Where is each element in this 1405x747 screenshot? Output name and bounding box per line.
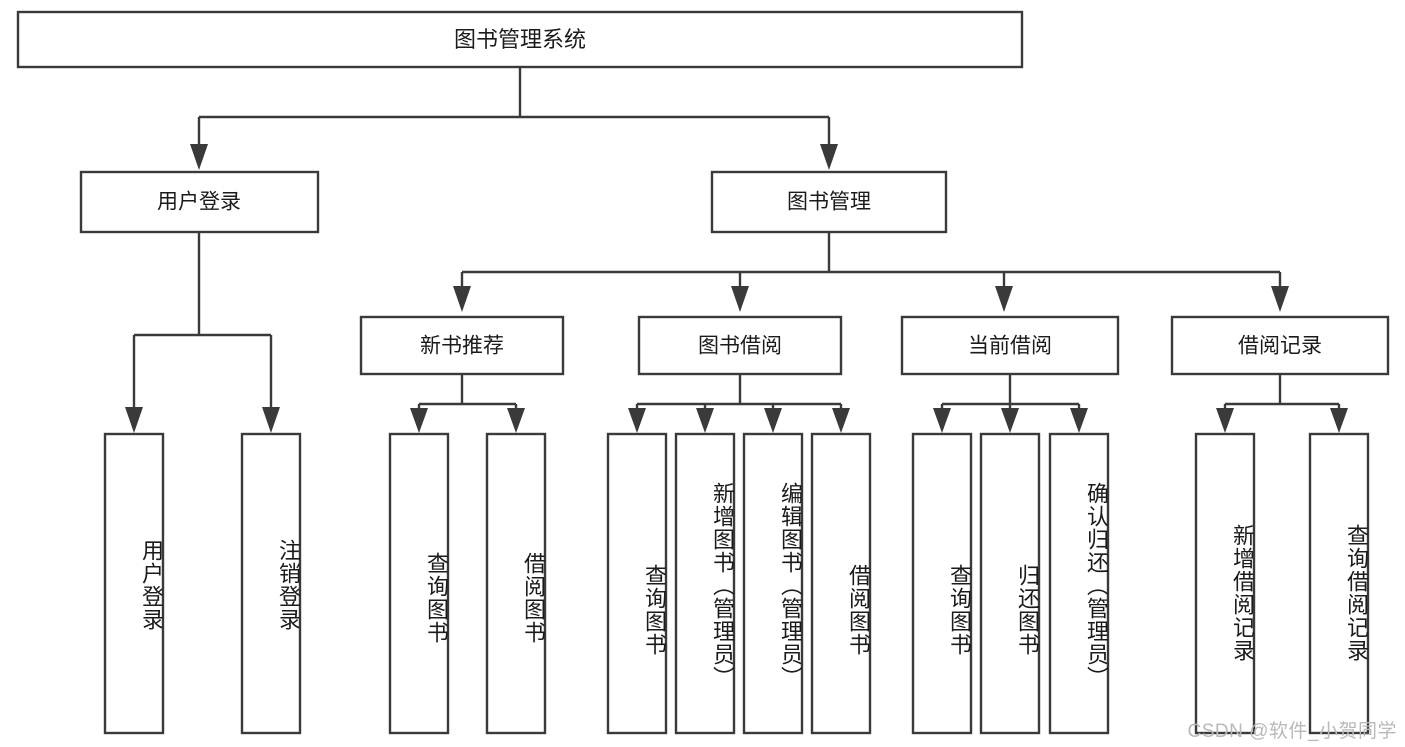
leaf-node-current-borrow-query-box (911, 432, 973, 735)
watermark-text: CSDN @软件_小贺同学 (1187, 721, 1397, 742)
node-borrow-record-label: 借阅记录 (1238, 335, 1322, 358)
leaf-node-book-borrow-lend[interactable] (810, 432, 872, 735)
node-new-book-recommend[interactable]: 新书推荐 (359, 315, 565, 376)
leaf-node-borrow-record-add[interactable] (1194, 432, 1256, 735)
arrow-head-icon-book-borrow-leaf-1 (628, 408, 646, 433)
arrow-head-icon-user-login (190, 144, 208, 170)
leaf-node-current-borrow-return-box (979, 432, 1041, 735)
leaf-node-current-borrow-confirm[interactable] (1048, 432, 1110, 735)
arrow-head-icon-borrow-record-leaf-1 (1216, 408, 1234, 433)
arrow-head-icon-book-borrow-leaf-3 (764, 408, 782, 433)
node-book-borrow-label: 图书借阅 (698, 335, 782, 358)
node-book-borrow[interactable]: 图书借阅 (637, 315, 843, 376)
leaf-node-book-borrow-lend-box (810, 432, 872, 735)
arrow-head-icon-book-manage (820, 144, 838, 170)
node-borrow-record[interactable]: 借阅记录 (1170, 315, 1390, 376)
leaf-node-book-borrow-add-box (674, 432, 736, 735)
leaf-node-user-login-logout-box (240, 432, 302, 735)
node-new-book-recommend-box (359, 315, 565, 376)
arrow-head-icon-borrow-record-leaf-2 (1330, 408, 1348, 433)
leaf-node-borrow-record-add-box (1194, 432, 1256, 735)
arrow-head-icon-current-borrow-leaf-3 (1070, 408, 1088, 433)
node-book-manage[interactable]: 图书管理 (710, 170, 948, 234)
arrow-head-icon-new-book (453, 286, 471, 312)
leaf-node-user-login-logout[interactable] (240, 432, 302, 735)
leaf-node-book-borrow-query[interactable] (606, 432, 668, 735)
arrow-head-icon-book-borrow (731, 286, 749, 312)
node-root-system-box (16, 10, 1024, 69)
arrow-head-icon-current-borrow-leaf-1 (933, 408, 951, 433)
leaf-node-book-borrow-add[interactable] (674, 432, 736, 735)
node-root-system[interactable]: 图书管理系统 (16, 10, 1024, 69)
arrow-head-icon-borrow-record (1271, 286, 1289, 312)
arrow-head-icon-user-login-leaf-1 (125, 407, 143, 433)
leaf-node-new-book-borrow-box (485, 432, 547, 735)
leaf-node-current-borrow-query[interactable] (911, 432, 973, 735)
arrow-head-icon-current-borrow-leaf-2 (1001, 408, 1019, 433)
leaf-node-current-borrow-return[interactable] (979, 432, 1041, 735)
leaf-node-borrow-record-query[interactable] (1308, 432, 1370, 735)
node-root-system-label: 图书管理系统 (454, 27, 586, 52)
leaf-node-borrow-record-query-box (1308, 432, 1370, 735)
node-user-login-label: 用户登录 (157, 191, 241, 214)
arrow-head-icon-user-login-leaf-2 (262, 407, 280, 433)
leaf-node-book-borrow-edit[interactable] (742, 432, 804, 735)
leaf-node-book-borrow-query-box (606, 432, 668, 735)
leaf-node-new-book-borrow[interactable] (485, 432, 547, 735)
arrow-head-icon-book-borrow-leaf-4 (832, 408, 850, 433)
leaf-node-user-login-login-box (103, 432, 165, 735)
node-current-borrow[interactable]: 当前借阅 (900, 315, 1120, 376)
leaf-node-current-borrow-confirm-box (1048, 432, 1110, 735)
node-book-manage-label: 图书管理 (787, 191, 871, 214)
leaf-node-book-borrow-edit-box (742, 432, 804, 735)
node-book-manage-box (710, 170, 948, 234)
arrow-head-icon-book-borrow-leaf-2 (696, 408, 714, 433)
leaf-node-user-login-login[interactable] (103, 432, 165, 735)
node-user-login[interactable]: 用户登录 (79, 170, 320, 234)
node-current-borrow-label: 当前借阅 (968, 335, 1052, 358)
arrow-head-icon-current-borrow (995, 286, 1013, 312)
node-current-borrow-box (900, 315, 1120, 376)
arrow-head-icon-new-book-leaf-1 (410, 408, 428, 433)
leaf-node-new-book-query[interactable] (388, 432, 450, 735)
arrow-head-icon-new-book-leaf-2 (507, 408, 525, 433)
node-new-book-recommend-label: 新书推荐 (420, 335, 504, 358)
leaf-node-new-book-query-box (388, 432, 450, 735)
node-borrow-record-box (1170, 315, 1390, 376)
node-book-borrow-box (637, 315, 843, 376)
